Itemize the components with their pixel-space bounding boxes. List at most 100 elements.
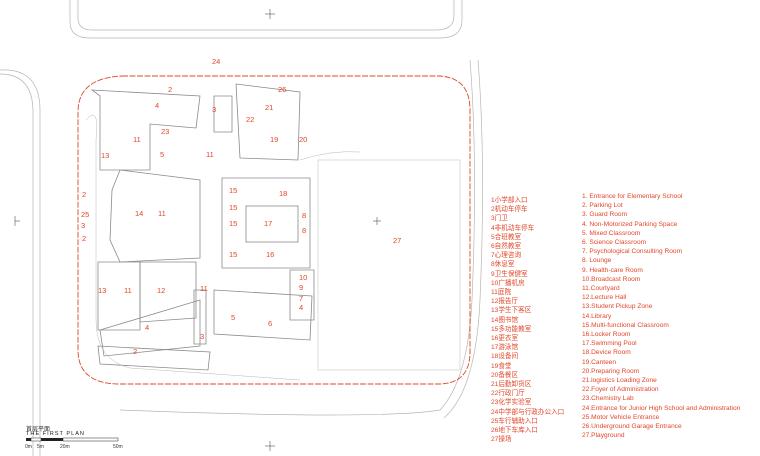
plan-label-2a: 2: [168, 85, 172, 94]
plan-label-8a: 8: [302, 211, 306, 220]
playground: [317, 159, 461, 371]
plan-label-15a: 15: [229, 186, 237, 195]
legend-en-item: 6. Science Classroom: [582, 239, 647, 247]
legend-en-item: 12.Lecture Hall: [582, 294, 627, 302]
plan-label-4b: 4: [145, 323, 149, 332]
site-boundary: [77, 75, 471, 385]
legend-cn-item: 21后勤卸货区: [491, 381, 532, 389]
legend-cn-item: 24中学部与行政办公入口: [491, 408, 565, 416]
plan-label-2b: 2: [82, 190, 86, 199]
plan-label-11e: 11: [200, 284, 208, 293]
legend-en-item: 17.Swimming Pool: [582, 340, 637, 348]
plan-label-10: 10: [299, 273, 307, 282]
legend-en-item: 16.Locker Room: [582, 331, 631, 339]
legend-english: 1. Entrance for Elementary School 2. Park…: [582, 192, 760, 440]
scale-bar: [26, 437, 119, 442]
plan-label-26: 26: [278, 85, 286, 94]
legend-en-item: 13.Student Pickup Zone: [582, 303, 653, 311]
plan-label-7: 7: [299, 294, 303, 303]
legend-en-item: 24.Entrance for Junior High School and A…: [582, 404, 741, 412]
legend-cn-item: 1小学部入口: [491, 197, 528, 204]
plan-label-3c: 3: [200, 332, 204, 341]
plan-label-11d: 11: [124, 286, 132, 295]
plan-label-15d: 15: [229, 250, 237, 259]
plan-label-4c: 4: [299, 303, 303, 312]
legend-cn-item: 17游泳馆: [491, 344, 519, 352]
scale-label-50: 50m: [113, 444, 123, 450]
plan-label-13b: 13: [98, 286, 106, 295]
legend-cn-item: 7心理咨询: [491, 252, 522, 260]
plan-label-24: 24: [212, 57, 220, 66]
plan-title-en: THE FIRST PLAN: [26, 431, 85, 437]
plan-label-2c: 2: [82, 234, 86, 243]
plan-label-25: 25: [81, 210, 89, 219]
plan-label-23: 23: [161, 127, 169, 136]
axis-marks: [14, 9, 381, 451]
legend-cn-item: 15多功能教室: [491, 325, 532, 333]
legend-cn-item: 14图书馆: [491, 316, 519, 324]
legend-en-item: 18.Device Room: [582, 349, 631, 357]
legend-cn-item: 3门卫: [491, 215, 508, 223]
legend-en-item: 3. Guard Room: [582, 211, 628, 219]
scale-label-0: 0m: [25, 444, 32, 450]
legend-en-item: 2. Parking Lot: [582, 202, 623, 210]
legend-cn-item: 10广播机房: [491, 279, 525, 287]
plan-label-5b: 5: [231, 313, 235, 322]
legend-cn-item: 22行政门厅: [491, 390, 525, 398]
plan-label-15b: 15: [229, 203, 237, 212]
legend-en-item: 26.Underground Garage Entrance: [582, 423, 682, 431]
circulation-path: [85, 115, 301, 381]
legend-cn-item: 20备餐区: [491, 371, 519, 379]
plan-label-2d: 2: [133, 347, 137, 356]
plan-label-12: 12: [157, 286, 165, 295]
legend-cn-item: 8休息室: [491, 261, 515, 269]
legend-en-item: 10.Broadcast Room: [582, 275, 641, 283]
legend-cn-item: 12报告厅: [491, 298, 519, 306]
plan-label-8b: 8: [302, 226, 306, 235]
plan-label-15c: 15: [229, 219, 237, 228]
legend-en-item: 1. Entrance for Elementary School: [582, 193, 683, 200]
plan-label-18: 18: [279, 189, 287, 198]
legend-en-item: 23.Chemistry Lab: [582, 395, 634, 403]
legend-en-item: 25.Motor Vehicle Entrance: [582, 413, 660, 421]
plan-label-11c: 11: [158, 209, 166, 218]
legend-cn-item: 5合班教室: [491, 233, 522, 241]
legend-en-item: 11.Courtyard: [582, 285, 620, 293]
plan-label-11a: 11: [133, 135, 141, 144]
plan-label-13a: 13: [101, 151, 109, 160]
plan-label-16: 16: [266, 250, 274, 259]
legend-cn-item: 19食堂: [491, 362, 512, 370]
legend-en-item: 9. Health-care Room: [582, 266, 643, 274]
plan-label-6: 6: [268, 319, 272, 328]
plan-label-3a: 3: [212, 105, 216, 114]
plan-label-17: 17: [264, 219, 272, 228]
legend-cn-item: 4非机动车停车: [491, 224, 535, 232]
path-east: [299, 151, 361, 161]
legend-en-item: 7. Psychological Consulting Room: [582, 248, 683, 256]
legend-cn-item: 11庭院: [491, 289, 512, 297]
plan-label-4a: 4: [155, 101, 159, 110]
plan-label-21: 21: [265, 103, 273, 112]
scale-label-5: 5m: [37, 444, 44, 450]
legend-cn-item: 9卫生保健室: [491, 270, 528, 278]
plan-label-3b: 3: [81, 221, 85, 230]
plan-label-22: 22: [246, 115, 254, 124]
legend-en-item: 5. Mixed Classroom: [582, 229, 641, 237]
legend-en-item: 22.Foyer of Administration: [582, 386, 659, 394]
legend-en-item: 19.Canteen: [582, 358, 617, 366]
plan-label-9: 9: [299, 283, 303, 292]
plan-label-27: 27: [393, 236, 401, 245]
plan-label-11b: 11: [206, 150, 214, 159]
legend-en-item: 20.Preparing Room: [582, 367, 640, 375]
plan-label-20: 20: [299, 135, 307, 144]
plan-label-14: 14: [135, 209, 143, 218]
legend-en-item: 14.Library: [582, 312, 612, 320]
roads: [0, 0, 483, 456]
legend-en-item: 21.logistics Loading Zone: [582, 377, 657, 385]
plan-label-19: 19: [270, 135, 278, 144]
plan-title-cn: 首层平面: [26, 427, 51, 433]
legend-cn-item: 2机动车停车: [491, 206, 528, 214]
legend-cn-item: 26地下车库入口: [491, 427, 538, 435]
